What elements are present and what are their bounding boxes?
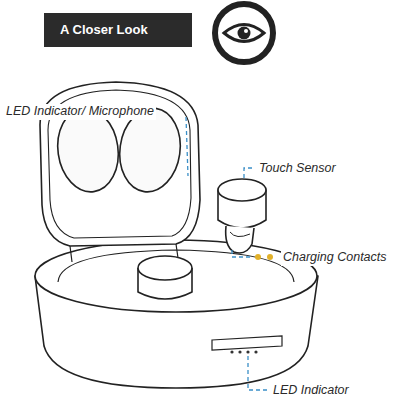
led-window: [212, 336, 282, 350]
leader-lines: [186, 117, 268, 390]
eye-glint: [244, 29, 248, 33]
part-label: LED Indicator: [271, 383, 351, 399]
charging-contact: [267, 254, 273, 260]
eye-badge: [215, 4, 273, 62]
part-label: LED Indicator/ Microphone: [4, 104, 156, 120]
case-rim: [35, 240, 317, 312]
eye-icon: [224, 25, 264, 42]
leader-line: [248, 356, 268, 390]
led-dots: [230, 350, 257, 353]
eye-iris: [238, 27, 251, 40]
earbud-top: [138, 256, 192, 280]
ear-tip-ring: [230, 232, 250, 237]
leader-line: [186, 117, 188, 176]
part-label: Touch Sensor: [257, 161, 338, 177]
part-label: Charging Contacts: [281, 250, 389, 266]
title-banner: A Closer Look: [44, 13, 192, 47]
title: A Closer Look: [60, 22, 148, 37]
charging-contact: [255, 254, 261, 260]
ear-tip: [226, 226, 254, 253]
case-cavity: [58, 250, 294, 282]
leader-line: [244, 168, 254, 178]
leader-line: [232, 250, 250, 257]
touch-sensor-surface: [218, 179, 266, 201]
